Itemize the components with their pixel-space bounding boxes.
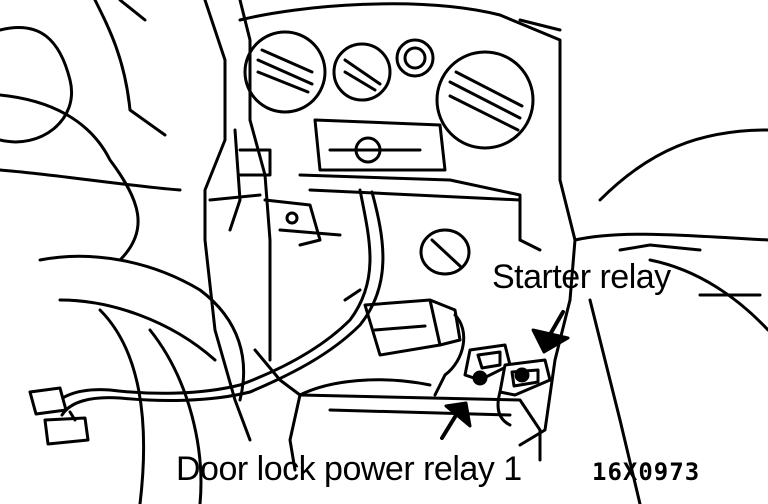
relay-housing xyxy=(363,178,577,447)
climate-knobs xyxy=(238,2,562,182)
round-vent xyxy=(419,228,471,276)
starter-relay-arrow xyxy=(531,310,570,354)
dashboard-outline xyxy=(0,0,246,402)
starter-relay-label: Starter relay xyxy=(492,258,671,296)
right-outline xyxy=(573,128,768,504)
left-lower-outline xyxy=(98,308,203,504)
wiring-harness xyxy=(28,188,385,446)
slider-strip xyxy=(298,118,522,242)
door-lock-power-relay-label: Door lock power relay 1 xyxy=(176,450,522,488)
door-lock-relay-arrow xyxy=(440,401,472,440)
console-bin xyxy=(288,378,542,472)
figure-code: 16X0973 xyxy=(592,458,701,486)
